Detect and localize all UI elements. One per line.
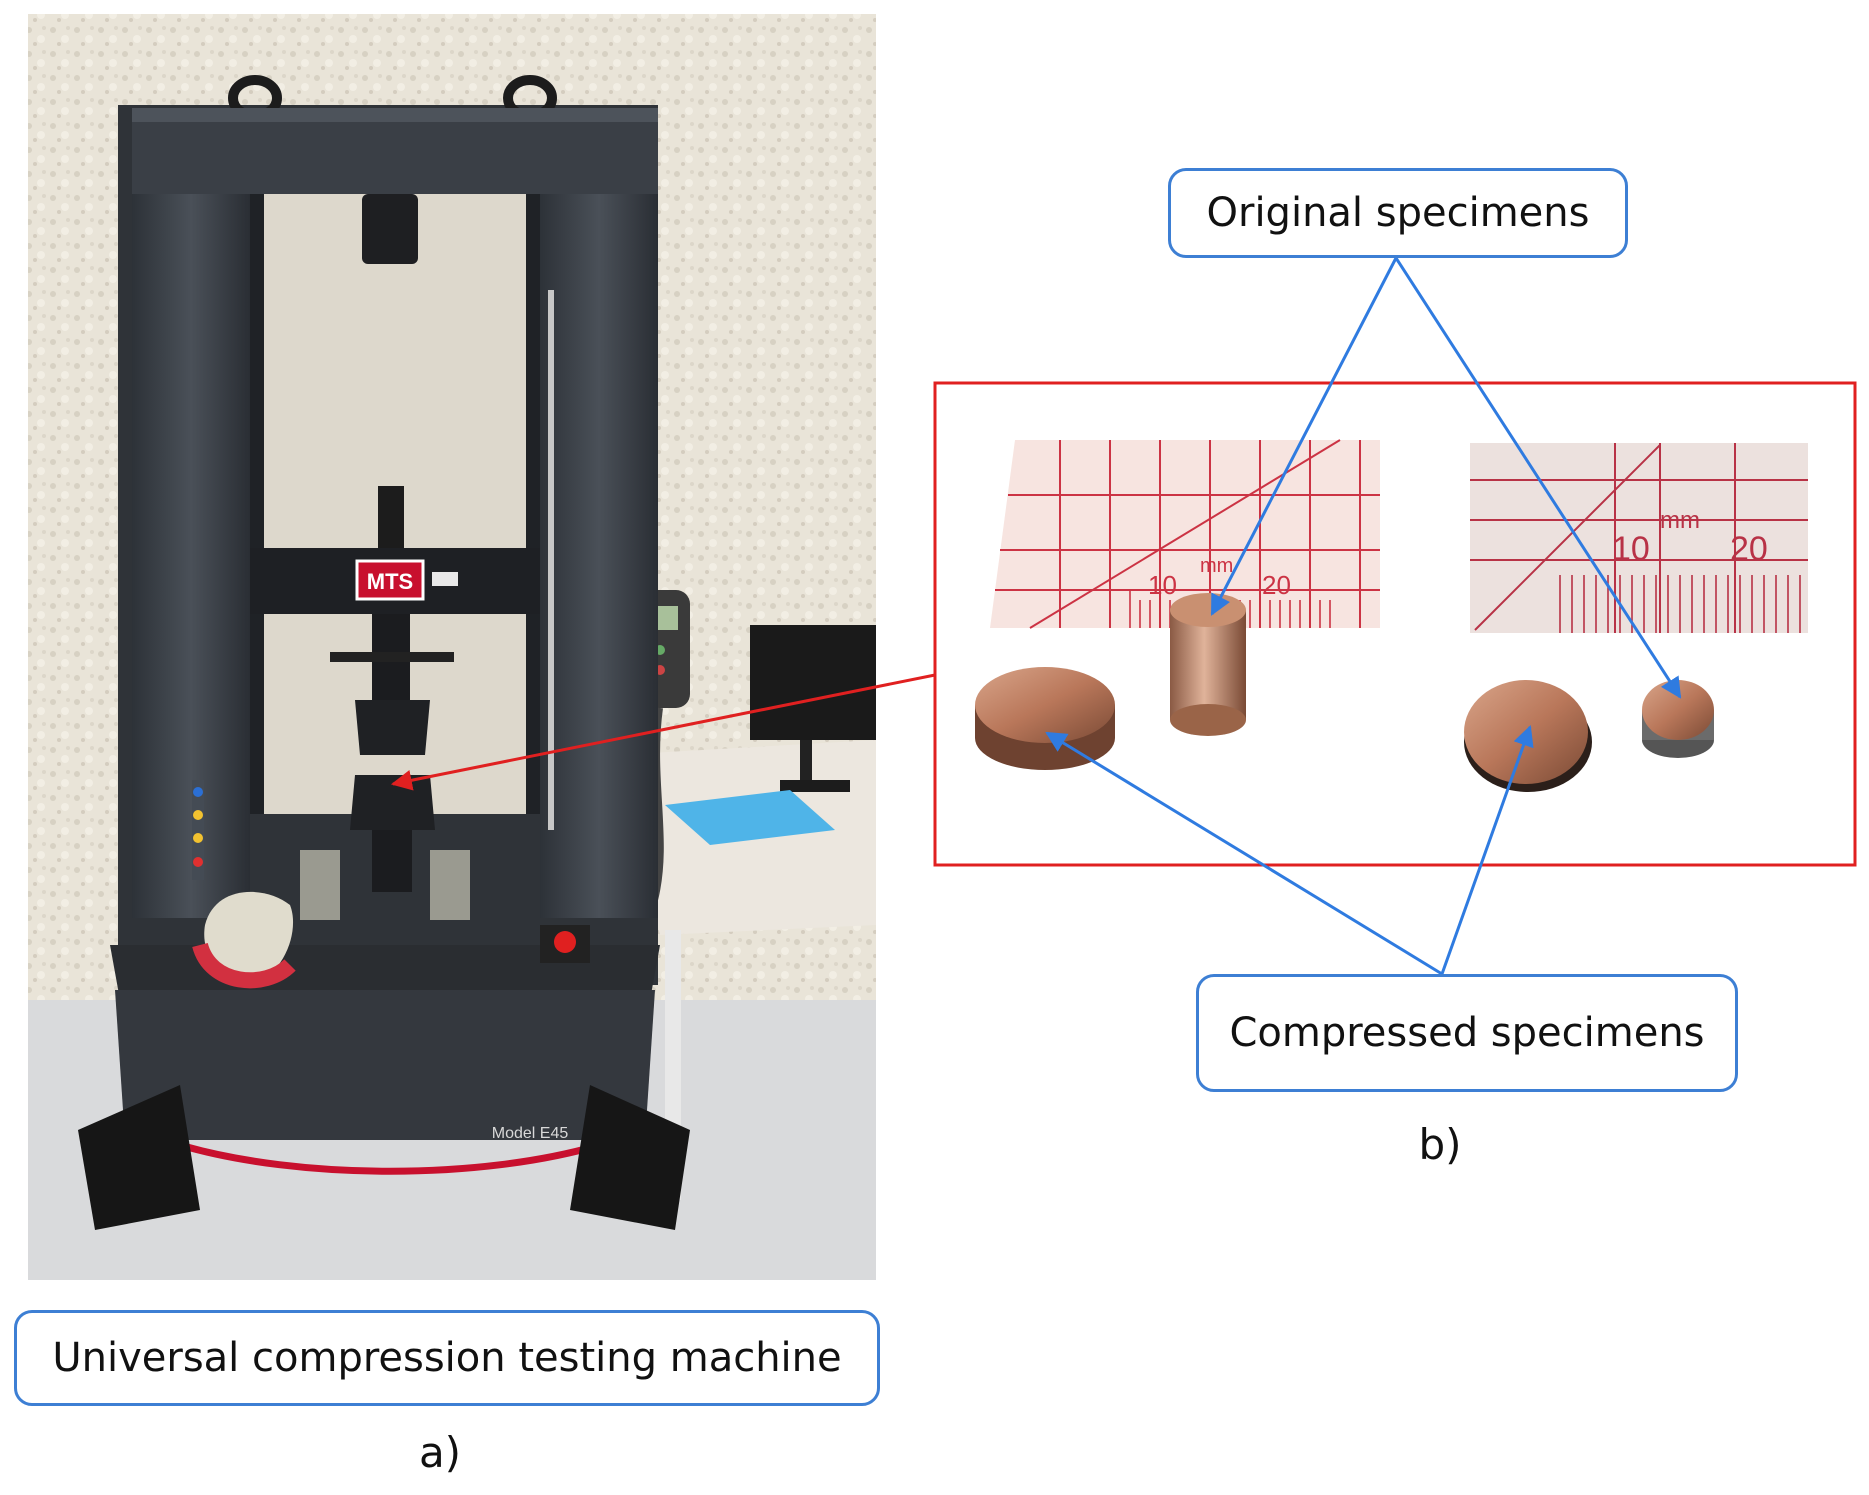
brand-plate	[355, 559, 425, 601]
emergency-stop-icon	[554, 931, 576, 953]
monitor-icon	[750, 625, 876, 740]
original-specimens-label: Original specimens	[1168, 168, 1628, 258]
original-specimen-right	[1642, 680, 1714, 758]
original-arrow-left	[1210, 257, 1398, 616]
compressed-specimens-label: Compressed specimens	[1196, 974, 1738, 1092]
original-specimen-left	[1170, 593, 1246, 736]
model-badge-text: Model E45	[492, 1125, 569, 1142]
original-specimens-text: Original specimens	[1206, 190, 1590, 236]
ruler-left-unit: mm	[1200, 555, 1233, 577]
zoom-pointer-arrow	[390, 673, 936, 791]
original-arrow-right	[1394, 257, 1682, 699]
panel-b-letter: b)	[1418, 1120, 1462, 1169]
ruler-right-tick-10: 10	[1612, 530, 1650, 568]
machine-photo: MTS Model E45	[28, 14, 876, 1280]
specimens-photo: 10 20 mm 10 20 mm	[975, 439, 1808, 792]
zoom-frame	[933, 381, 1857, 867]
ruler-right-unit: mm	[1660, 507, 1700, 534]
ruler-right-tick-20: 20	[1730, 530, 1768, 568]
compressed-specimens-text: Compressed specimens	[1229, 1010, 1705, 1056]
machine-caption-label: Universal compression testing machine	[14, 1310, 880, 1406]
brand-plate-text: MTS	[367, 569, 413, 594]
panel-a-letter: a)	[418, 1428, 462, 1477]
ruler-left-tick-20: 20	[1262, 570, 1291, 600]
ruler-left-tick-10: 10	[1148, 570, 1177, 600]
compressed-arrow-right	[1440, 725, 1534, 975]
compressed-arrow-left	[1045, 731, 1443, 976]
compressed-specimen-left	[975, 667, 1115, 770]
machine-caption-text: Universal compression testing machine	[52, 1335, 842, 1381]
